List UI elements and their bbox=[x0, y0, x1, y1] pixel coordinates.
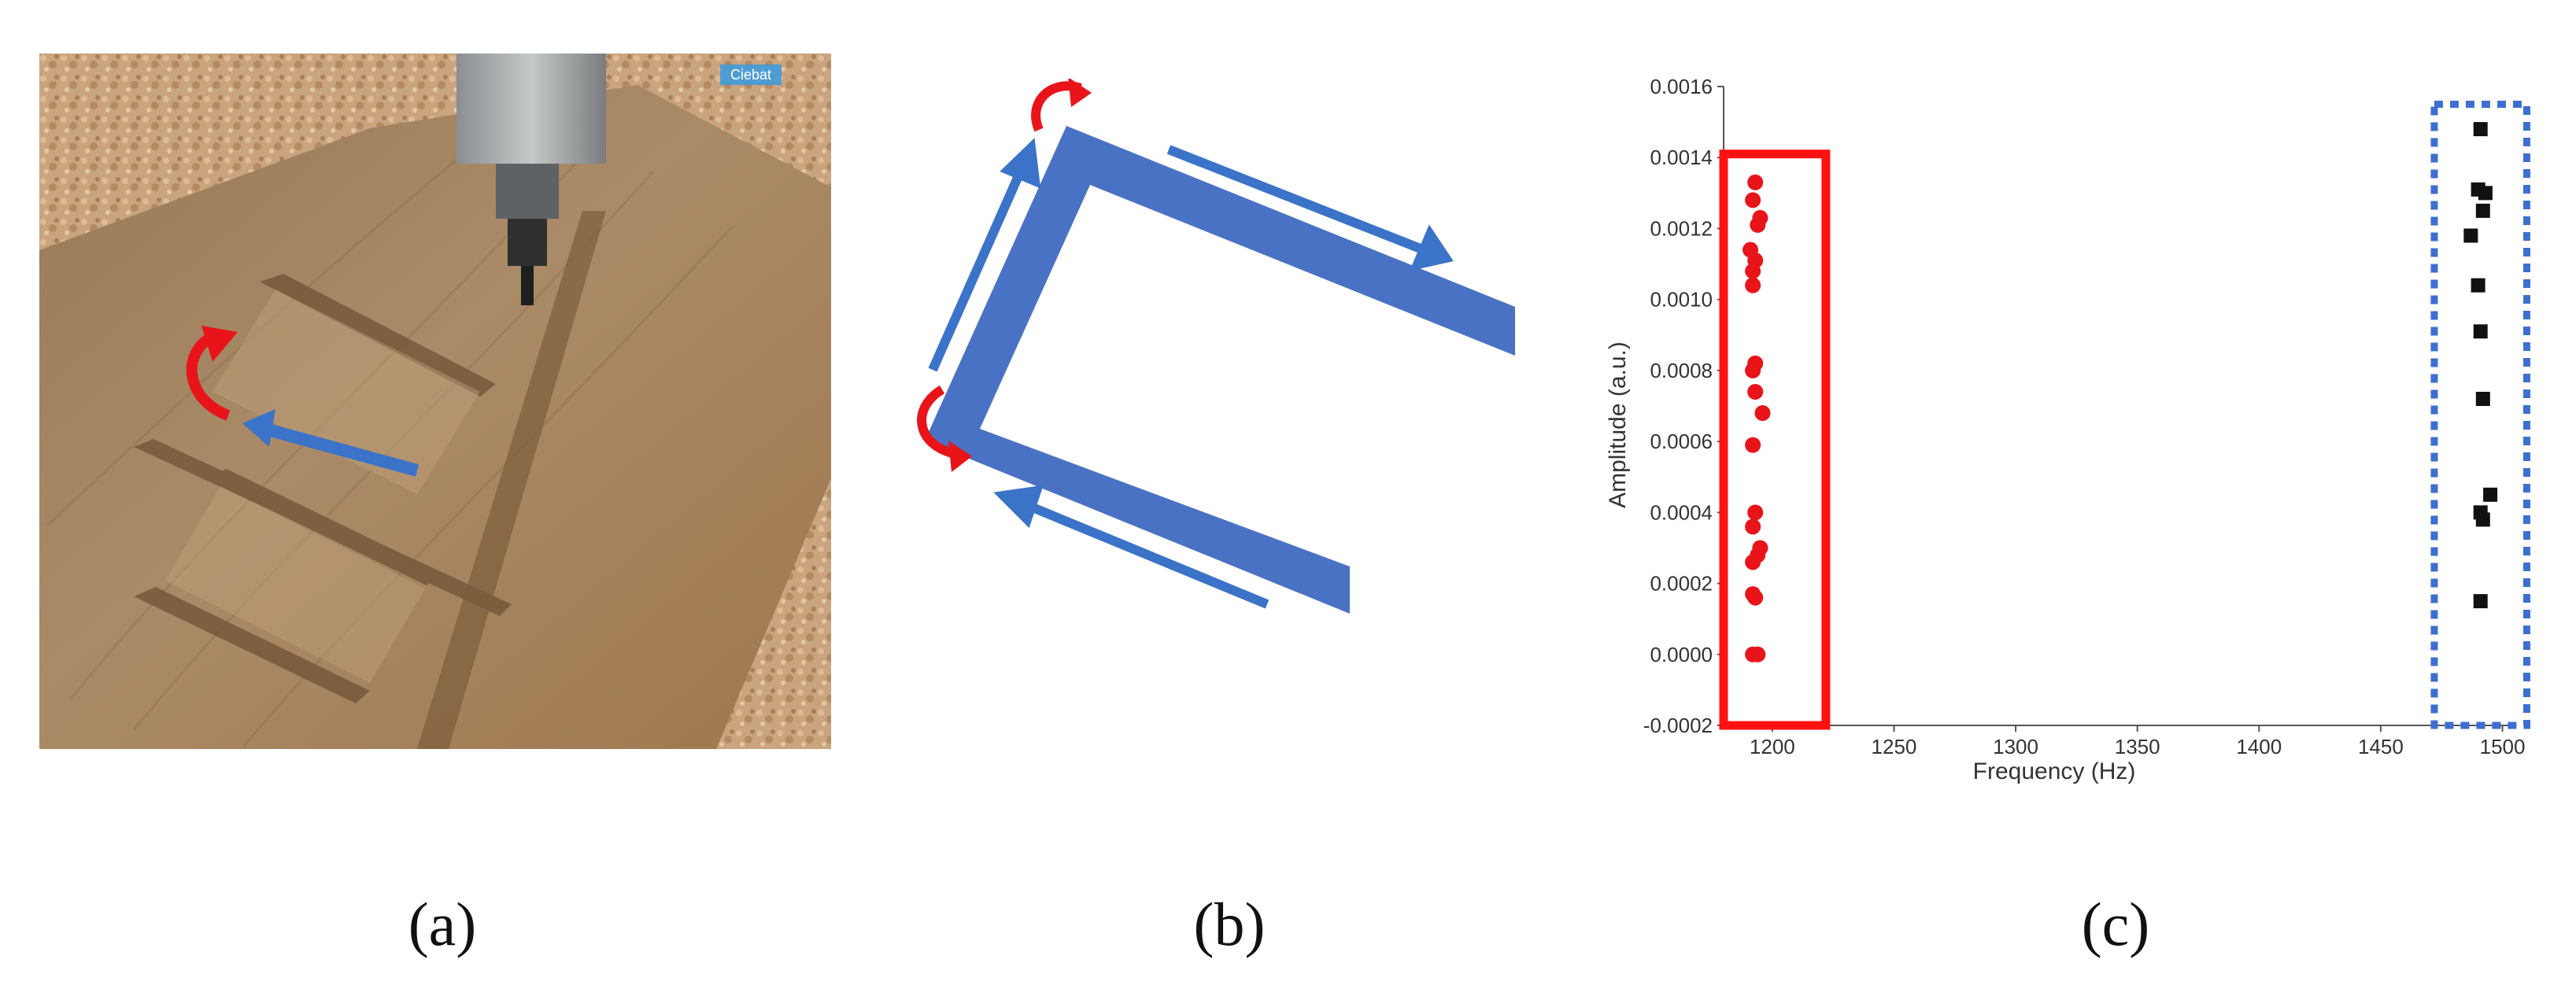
y-tick-label: 0.0004 bbox=[1650, 500, 1713, 524]
amplitude-frequency-chart: -0.0002 0.0000 0.0002 0.0004 0.0006 0.0008 0.0… bbox=[1527, 24, 2542, 795]
panel-b-toolpath-diagram bbox=[885, 77, 1515, 629]
data-point-red bbox=[1745, 192, 1761, 208]
x-tick-label: 1500 bbox=[2480, 735, 2526, 758]
x-axis-label: Frequency (Hz) bbox=[1973, 758, 2136, 784]
toolpath-diagram bbox=[917, 77, 1515, 614]
data-point-black bbox=[2475, 512, 2490, 527]
y-tick-label: 0.0002 bbox=[1650, 572, 1713, 596]
red-rotation-arrow bbox=[186, 326, 238, 421]
y-tick-label: 0.0012 bbox=[1650, 216, 1713, 240]
data-point-black bbox=[2473, 324, 2488, 339]
data-point-red bbox=[1745, 263, 1761, 279]
data-point-black bbox=[2473, 594, 2488, 609]
data-point-red bbox=[1745, 437, 1761, 453]
y-tick-label: 0.0010 bbox=[1650, 288, 1713, 312]
caption-c: (c) bbox=[2081, 890, 2150, 958]
blue-arrow bbox=[242, 409, 419, 477]
data-point-red bbox=[1745, 518, 1761, 535]
data-point-red bbox=[1750, 216, 1766, 233]
x-tick-label: 1200 bbox=[1750, 735, 1795, 758]
u-frame bbox=[925, 126, 1515, 614]
data-point-red bbox=[1754, 405, 1771, 422]
caption-b: (b) bbox=[1193, 890, 1266, 958]
chart-axes: -0.0002 0.0000 0.0002 0.0004 0.0006 0.0008 0.0… bbox=[1643, 75, 2526, 758]
data-point-black bbox=[2483, 487, 2498, 502]
x-tick-label: 1300 bbox=[1993, 735, 2038, 758]
data-points bbox=[1743, 122, 2498, 662]
photo-watermark: Ciebat bbox=[730, 67, 771, 83]
caption-a: (a) bbox=[408, 890, 477, 958]
panel-c-chart: -0.0002 0.0000 0.0002 0.0004 0.0006 0.0008 0.0… bbox=[1527, 24, 2542, 795]
direction-arrows bbox=[928, 138, 1454, 609]
data-point-black bbox=[2473, 122, 2488, 137]
highlight-boxes bbox=[1719, 101, 2530, 730]
machining-photo: Ciebat bbox=[39, 54, 831, 749]
data-point-black bbox=[2475, 203, 2490, 218]
y-axis-label: Amplitude (a.u.) bbox=[1605, 341, 1631, 508]
data-point-black bbox=[2478, 186, 2493, 201]
data-point-red bbox=[1747, 504, 1764, 521]
corner-rotation-arrows bbox=[917, 77, 1092, 472]
x-tick-label: 1450 bbox=[2358, 735, 2404, 758]
y-tick-label: -0.0002 bbox=[1643, 714, 1713, 737]
data-point-red bbox=[1750, 646, 1766, 662]
data-point-black bbox=[2475, 391, 2490, 406]
data-point-black bbox=[2471, 278, 2485, 293]
y-tick-label: 0.0014 bbox=[1650, 146, 1713, 169]
data-point-red bbox=[1745, 554, 1761, 570]
red-highlight-box bbox=[1719, 149, 1831, 730]
y-tick-label: 0.0006 bbox=[1650, 430, 1713, 453]
data-point-red bbox=[1747, 383, 1764, 400]
blue-dotted-highlight-box bbox=[2430, 101, 2530, 729]
data-point-red bbox=[1745, 362, 1761, 378]
y-tick-label: 0.0000 bbox=[1650, 643, 1713, 666]
x-tick-label: 1400 bbox=[2236, 735, 2282, 758]
data-point-black bbox=[2463, 228, 2478, 243]
x-tick-label: 1350 bbox=[2115, 735, 2160, 758]
y-tick-label: 0.0008 bbox=[1650, 359, 1713, 382]
x-tick-label: 1250 bbox=[1872, 735, 1917, 758]
panel-a-photo: Ciebat bbox=[39, 54, 831, 749]
data-point-red bbox=[1747, 174, 1764, 190]
y-tick-label: 0.0016 bbox=[1650, 75, 1713, 98]
data-point-red bbox=[1745, 277, 1761, 293]
data-point-red bbox=[1747, 589, 1764, 606]
